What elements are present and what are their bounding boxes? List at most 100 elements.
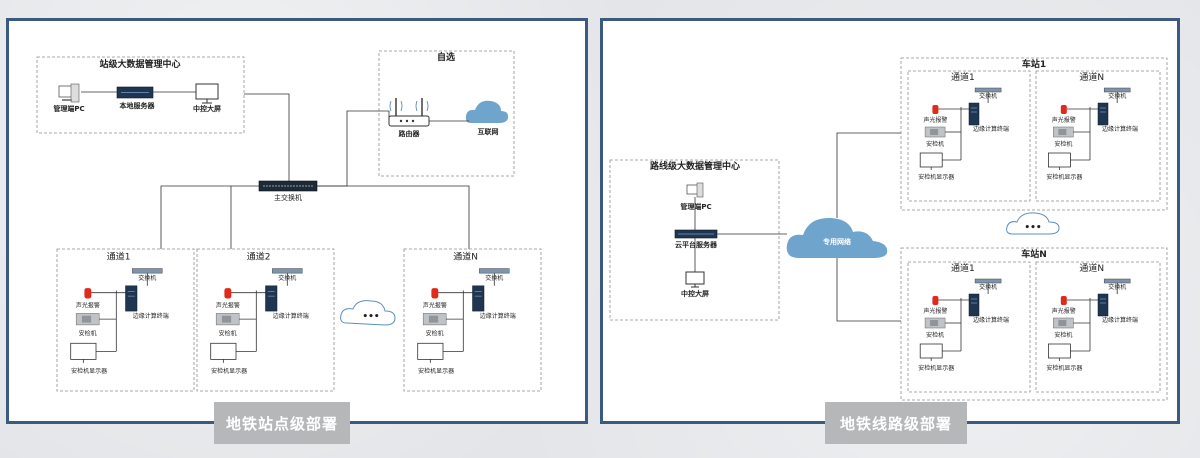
cloud-server-label: 云平台服务器: [675, 240, 718, 249]
alarm-label: 声光报警: [423, 302, 447, 310]
monitor-icon: [195, 83, 219, 104]
mgmt-pc-label: 管理端PC: [680, 202, 711, 211]
ellipsis-text: •••: [362, 312, 379, 322]
edge-terminal-label: 边缘计算终端: [133, 312, 169, 320]
switch-icon: [974, 278, 1002, 284]
scanner-icon: [1053, 126, 1074, 138]
line-diagram: 路线级大数据管理中心 管理端PC 云平台服务器 中控大屏 专用网络 车站1: [609, 57, 1168, 401]
station-center-box: [36, 56, 245, 134]
monitor-icon: [919, 152, 943, 170]
edge-terminal-label: 边缘计算终端: [273, 312, 309, 320]
edge-terminal-icon: [968, 293, 980, 317]
monitor-icon: [685, 271, 705, 288]
channel-box: [1035, 261, 1161, 393]
scanner-icon: [924, 317, 946, 329]
big-screen-label: 中控大屏: [193, 104, 221, 113]
monitor-label: 安检机显示器: [918, 364, 954, 372]
station-deployment-caption: 地铁站点级部署: [214, 402, 350, 444]
alarm-label: 声光报警: [76, 302, 100, 310]
alarm-label: 声光报警: [216, 302, 240, 310]
monitor-icon: [70, 342, 97, 363]
channel-title: 通道2: [247, 250, 271, 262]
channel-title: 通道N: [1079, 262, 1104, 274]
scanner-icon: [75, 313, 100, 326]
station-n-box: [900, 247, 1168, 401]
edge-terminal-icon: [125, 285, 138, 312]
channel-title: 通道N: [1079, 71, 1104, 83]
edge-terminal-label: 边缘计算终端: [1102, 316, 1138, 324]
channel-box: [1035, 70, 1161, 202]
monitor-label: 安检机显示器: [1046, 364, 1082, 372]
station-1-box: [900, 57, 1168, 211]
scanner-label: 安检机: [79, 329, 97, 337]
switch-icon: [272, 268, 303, 274]
scanner-icon: [422, 313, 447, 326]
alarm-label: 声光报警: [1052, 307, 1076, 315]
alarm-light-icon: [431, 288, 439, 299]
monitor-label: 安检机显示器: [71, 367, 107, 375]
ellipsis-cloud-icon: [340, 300, 396, 326]
monitor-icon: [1047, 343, 1071, 361]
edge-terminal-icon: [1097, 102, 1109, 126]
station-1-title: 车站1: [1022, 58, 1046, 70]
station-center-title: 站级大数据管理中心: [99, 58, 180, 70]
monitor-icon: [1047, 152, 1071, 170]
channel-box: [907, 70, 1031, 202]
server-icon: [674, 229, 718, 239]
alarm-label: 声光报警: [923, 116, 947, 124]
mgmt-pc-label: 管理端PC: [53, 104, 84, 113]
alarm-light-icon: [224, 288, 232, 299]
local-server-label: 本地服务器: [119, 101, 156, 110]
channel-box: [403, 248, 542, 392]
scanner-label: 安检机: [426, 329, 444, 337]
scanner-label: 安检机: [219, 329, 237, 337]
edge-terminal-icon: [265, 285, 278, 312]
router-label: 路由器: [399, 129, 421, 138]
monitor-label: 安检机显示器: [418, 367, 454, 375]
edge-terminal-icon: [472, 285, 485, 312]
channel-title: 通道1: [951, 262, 975, 274]
edge-terminal-label: 边缘计算终端: [480, 312, 516, 320]
switch-icon: [132, 268, 163, 274]
edge-terminal-icon: [968, 102, 980, 126]
edge-terminal-label: 边缘计算终端: [973, 316, 1009, 324]
switch-icon: [479, 268, 510, 274]
ellipsis-text: •••: [1024, 223, 1041, 233]
switch-icon: [974, 87, 1002, 93]
optional-title: 自选: [437, 51, 455, 63]
optional-box: [378, 50, 515, 177]
switch-icon: [1103, 87, 1131, 93]
pc-icon: [686, 182, 704, 198]
scanner-icon: [215, 313, 240, 326]
big-screen-label: 中控大屏: [681, 289, 709, 298]
scanner-label: 安检机: [926, 140, 944, 148]
scanner-label: 安检机: [1054, 331, 1072, 339]
monitor-icon: [919, 343, 943, 361]
station-deployment-panel: 站级大数据管理中心 管理端PC 本地服务器 中控大屏 自选: [6, 18, 588, 424]
line-center-box: [609, 159, 780, 321]
channel-box: [907, 261, 1031, 393]
channel-box: [56, 248, 195, 392]
channel-title: 通道1: [951, 71, 975, 83]
main-switch-icon: [258, 180, 318, 192]
alarm-light-icon: [932, 105, 939, 114]
scanner-icon: [924, 126, 946, 138]
alarm-label: 声光报警: [923, 307, 947, 315]
alarm-light-icon: [1060, 296, 1067, 305]
monitor-label: 安检机显示器: [918, 173, 954, 181]
pc-icon: [58, 83, 80, 103]
line-deployment-panel: 路线级大数据管理中心 管理端PC 云平台服务器 中控大屏 专用网络 车站1: [600, 18, 1180, 424]
ellipsis-cloud-icon: [1006, 212, 1060, 235]
edge-terminal-icon: [1097, 293, 1109, 317]
edge-terminal-label: 边缘计算终端: [1102, 125, 1138, 133]
alarm-light-icon: [932, 296, 939, 305]
private-network-label: 专用网络: [823, 237, 851, 246]
line-center-title: 路线级大数据管理中心: [650, 160, 740, 172]
scanner-label: 安检机: [1054, 140, 1072, 148]
